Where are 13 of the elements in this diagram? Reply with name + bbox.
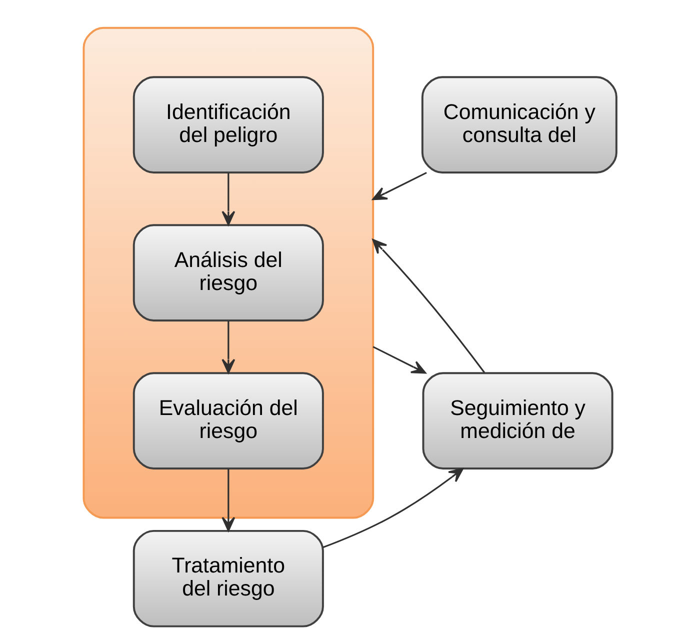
node-box: Análisis del riesgo [132, 224, 324, 322]
arrow [221, 321, 235, 374]
node-box: Tratamiento del riesgo [132, 530, 324, 628]
arrow [372, 346, 426, 374]
arrow [322, 468, 463, 548]
arrow [372, 239, 485, 374]
node-box: Evaluación del riesgo [132, 372, 324, 470]
arrow [221, 468, 235, 532]
arrow [221, 173, 235, 226]
node-box: Comunicación y consulta del [420, 76, 617, 174]
arrow [372, 172, 426, 200]
node-box: Seguimiento y medición de [422, 372, 613, 470]
node-box: Identificación del peligro [132, 76, 324, 174]
